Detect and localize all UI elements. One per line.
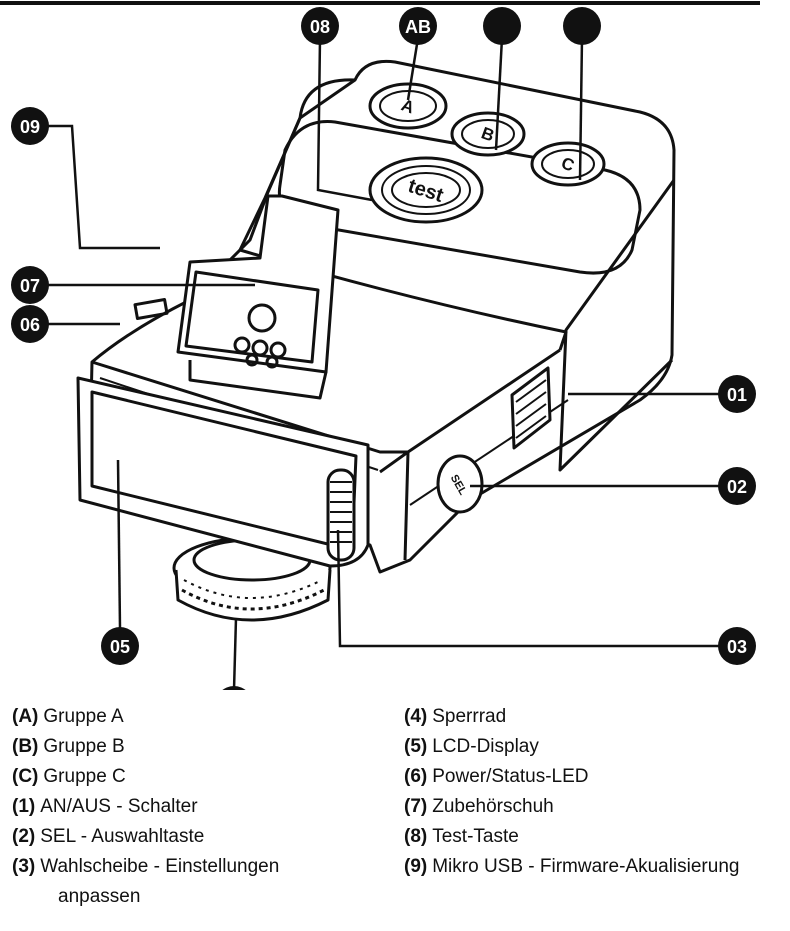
svg-text:09: 09 xyxy=(20,117,40,137)
settings-dial xyxy=(328,470,354,560)
legend-item-lcd-display: (5)LCD-Display xyxy=(404,732,789,762)
legend-item-lock-ring: (4)Sperrrad xyxy=(404,702,789,732)
legend-item-sel-button: (2)SEL - Auswahltaste xyxy=(12,822,392,852)
callout-04: 04 xyxy=(215,686,253,690)
legend-item-accessory-shoe: (7)Zubehörschuh xyxy=(404,792,789,822)
legend-item-micro-usb: (9)Mikro USB - Firmware-Akualisierung xyxy=(404,852,789,882)
callout-09: 09 xyxy=(11,107,49,145)
callout-c xyxy=(563,7,601,45)
callout-08: 08 xyxy=(301,7,339,45)
device-diagram: A B C test SEL 08 AB 09 07 06 01 02 03 0… xyxy=(0,0,790,690)
callout-03: 03 xyxy=(718,627,756,665)
callout-b xyxy=(483,7,521,45)
legend-item-status-led: (6)Power/Status-LED xyxy=(404,762,789,792)
svg-text:07: 07 xyxy=(20,276,40,296)
svg-text:02: 02 xyxy=(727,477,747,497)
legend-right: (4)Sperrrad (5)LCD-Display (6)Power/Stat… xyxy=(404,702,789,882)
legend-item-group-a: (A)Gruppe A xyxy=(12,702,392,732)
svg-text:AB: AB xyxy=(405,17,431,37)
callout-01: 01 xyxy=(718,375,756,413)
callout-06: 06 xyxy=(11,305,49,343)
svg-text:01: 01 xyxy=(727,385,747,405)
legend-item-group-b: (B)Gruppe B xyxy=(12,732,392,762)
legend-item-settings-dial: (3)Wahlscheibe - Einstellungen anpassen xyxy=(12,852,392,912)
legend-item-group-c: (C)Gruppe C xyxy=(12,762,392,792)
legend-item-power-switch: (1)AN/AUS - Schalter xyxy=(12,792,392,822)
callout-05: 05 xyxy=(101,627,139,665)
svg-text:05: 05 xyxy=(110,637,130,657)
callout-07: 07 xyxy=(11,266,49,304)
legend-left: (A)Gruppe A (B)Gruppe B (C)Gruppe C (1)A… xyxy=(12,702,392,912)
callout-ab: AB xyxy=(399,7,437,45)
svg-text:03: 03 xyxy=(727,637,747,657)
status-led xyxy=(135,300,167,319)
svg-text:06: 06 xyxy=(20,315,40,335)
callout-02: 02 xyxy=(718,467,756,505)
legend-item-test-button: (8)Test-Taste xyxy=(404,822,789,852)
svg-text:08: 08 xyxy=(310,17,330,37)
